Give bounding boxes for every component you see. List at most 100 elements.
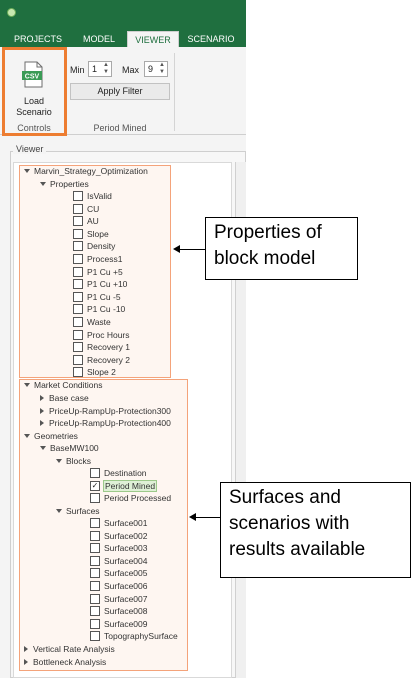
surface-item-label[interactable]: Surface007 xyxy=(104,593,148,604)
csv-file-icon[interactable]: CSV xyxy=(21,61,45,88)
property-item-checkbox[interactable] xyxy=(73,266,83,277)
property-item-label[interactable]: Recovery 2 xyxy=(87,354,130,365)
tree-basemw[interactable]: BaseMW100 xyxy=(40,442,99,454)
tree-surfaces[interactable]: Surfaces xyxy=(56,505,100,517)
property-item-checkbox[interactable] xyxy=(73,317,83,327)
surface-item-checkbox[interactable] xyxy=(90,593,100,604)
tree-market-conditions[interactable]: Market Conditions xyxy=(24,379,103,391)
expand-right-icon[interactable] xyxy=(24,646,28,652)
surface-item-checkbox[interactable] xyxy=(90,631,100,642)
tab-scenario[interactable]: SCENARIO xyxy=(187,34,235,44)
expand-down-icon[interactable] xyxy=(56,459,62,463)
spinner-arrows-icon[interactable]: ▲▼ xyxy=(159,62,165,75)
surface-item-checkbox[interactable] xyxy=(90,568,100,579)
expand-down-icon[interactable] xyxy=(40,446,46,450)
property-item-label[interactable]: Density xyxy=(87,241,116,252)
surface-item-label[interactable]: Surface005 xyxy=(104,568,148,579)
min-spinner[interactable]: 1 ▲▼ xyxy=(88,61,112,77)
block-item-label[interactable]: Destination xyxy=(104,468,147,478)
property-item-label[interactable]: Waste xyxy=(87,317,111,327)
property-item-label[interactable]: Proc Hours xyxy=(87,329,130,340)
property-item-checkbox[interactable] xyxy=(73,354,83,365)
property-item-checkbox[interactable] xyxy=(73,329,83,340)
property-item-checkbox[interactable] xyxy=(73,291,83,302)
property-item-checkbox[interactable] xyxy=(73,304,83,315)
block-item-label[interactable]: Period Processed xyxy=(104,493,172,504)
block-item-checkbox[interactable]: ✓ xyxy=(90,480,100,491)
max-spinner[interactable]: 9 ▲▼ xyxy=(144,61,168,77)
max-value: 9 xyxy=(148,64,154,74)
surface-item-checkbox[interactable] xyxy=(90,581,100,591)
property-item-label[interactable]: P1 Cu -5 xyxy=(87,291,121,302)
surface-item-checkbox[interactable] xyxy=(90,555,100,566)
property-item-checkbox[interactable] xyxy=(73,254,83,264)
property-item-checkbox[interactable] xyxy=(73,216,83,227)
block-item-checkbox[interactable] xyxy=(90,468,100,478)
surface-item-checkbox[interactable] xyxy=(90,606,100,617)
properties-callout-line2: block model xyxy=(214,248,316,269)
expand-down-icon[interactable] xyxy=(56,509,62,513)
expand-right-icon[interactable] xyxy=(40,407,44,414)
property-item-label[interactable]: Slope xyxy=(87,228,109,239)
tree-properties-label: Properties xyxy=(50,179,89,189)
market-item[interactable]: PriceUp-RampUp-Protection300 xyxy=(40,405,171,417)
property-item-label[interactable]: P1 Cu +5 xyxy=(87,266,123,277)
controls-group-highlight xyxy=(2,47,67,136)
tree-properties[interactable]: Properties xyxy=(40,178,89,190)
tree-blocks[interactable]: Blocks xyxy=(56,455,91,467)
property-item-label[interactable]: Slope 2 xyxy=(87,367,116,378)
tab-model[interactable]: MODEL xyxy=(82,34,115,44)
surface-item-label[interactable]: Surface001 xyxy=(104,518,148,528)
property-item-checkbox[interactable] xyxy=(73,279,83,290)
tab-viewer[interactable]: VIEWER xyxy=(127,31,179,47)
load-scenario-button[interactable]: Load Scenario xyxy=(6,96,62,118)
surface-item-checkbox[interactable] xyxy=(90,543,100,554)
expand-right-icon[interactable] xyxy=(40,395,44,401)
property-item-label[interactable]: P1 Cu +10 xyxy=(87,279,128,290)
tree-surfaces-label: Surfaces xyxy=(66,506,100,516)
expand-down-icon[interactable] xyxy=(24,434,30,438)
spinner-arrows-icon[interactable]: ▲▼ xyxy=(103,62,109,75)
property-item-checkbox[interactable] xyxy=(73,191,83,201)
property-item-checkbox[interactable] xyxy=(73,203,83,214)
property-item-label[interactable]: CU xyxy=(87,203,100,214)
expand-right-icon[interactable] xyxy=(24,659,28,665)
tree-root[interactable]: Marvin_Strategy_Optimization xyxy=(24,165,148,177)
market-item[interactable]: Base case xyxy=(40,392,89,404)
property-item-label[interactable]: P1 Cu -10 xyxy=(87,304,126,315)
expand-down-icon[interactable] xyxy=(24,169,30,173)
expand-down-icon[interactable] xyxy=(40,182,46,186)
property-item-label[interactable]: Recovery 1 xyxy=(87,342,130,353)
surface-item-checkbox[interactable] xyxy=(90,618,100,629)
surface-item-label[interactable]: Surface009 xyxy=(104,618,148,629)
property-item-label[interactable]: AU xyxy=(87,216,99,227)
surface-item-label[interactable]: TopographySurface xyxy=(104,631,178,642)
property-item-label[interactable]: IsValid xyxy=(87,191,112,201)
tree-geometries[interactable]: Geometries xyxy=(24,430,78,442)
property-item-checkbox[interactable] xyxy=(73,228,83,239)
property-item-checkbox[interactable] xyxy=(73,342,83,353)
surface-item-label[interactable]: Surface006 xyxy=(104,581,148,591)
property-item-checkbox[interactable] xyxy=(73,241,83,252)
surfaces-callout-line3: results available xyxy=(229,539,366,560)
property-item-checkbox[interactable] xyxy=(73,367,83,378)
side-panel-edge xyxy=(235,162,246,678)
expand-down-icon[interactable] xyxy=(24,383,30,387)
market-item[interactable]: PriceUp-RampUp-Protection400 xyxy=(40,417,171,429)
tree-bottleneck[interactable]: Bottleneck Analysis xyxy=(24,656,106,668)
viewer-title: Viewer xyxy=(13,144,47,154)
controls-caption: Controls xyxy=(17,123,51,133)
property-item-label[interactable]: Process1 xyxy=(87,254,123,264)
block-item-checkbox[interactable] xyxy=(90,493,100,504)
surface-item-checkbox[interactable] xyxy=(90,530,100,541)
surface-item-label[interactable]: Surface003 xyxy=(104,543,148,554)
tab-projects[interactable]: PROJECTS xyxy=(14,34,63,44)
surface-item-label[interactable]: Surface002 xyxy=(104,530,148,541)
surface-item-label[interactable]: Surface008 xyxy=(104,606,148,617)
tree-vertical-rate[interactable]: Vertical Rate Analysis xyxy=(24,643,115,655)
surface-item-label[interactable]: Surface004 xyxy=(104,555,148,566)
apply-filter-button[interactable]: Apply Filter xyxy=(70,83,170,100)
expand-right-icon[interactable] xyxy=(40,420,44,427)
block-item-label[interactable]: Period Mined xyxy=(103,479,158,492)
surface-item-checkbox[interactable] xyxy=(90,518,100,528)
